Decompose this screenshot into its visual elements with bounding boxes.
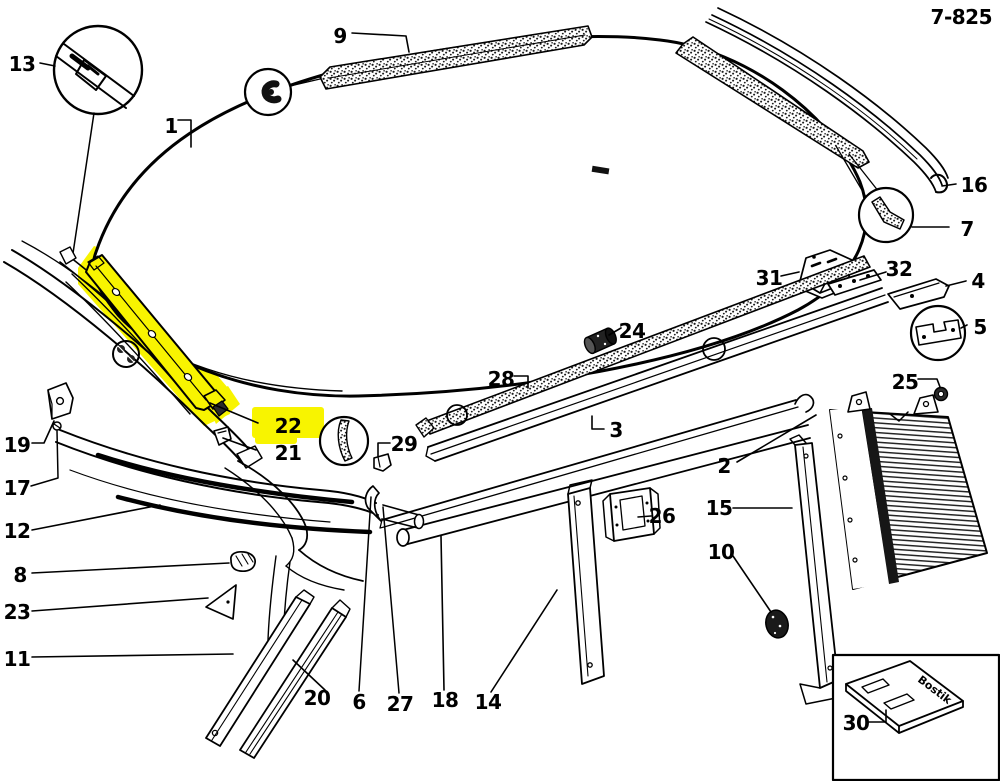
part-label-1[interactable]: 1 bbox=[164, 114, 178, 138]
part-label-29[interactable]: 29 bbox=[390, 432, 418, 456]
part-label-11[interactable]: 11 bbox=[3, 647, 31, 671]
part-label-5[interactable]: 5 bbox=[973, 315, 987, 339]
part-label-19[interactable]: 19 bbox=[3, 433, 31, 457]
rail-3 bbox=[425, 287, 889, 462]
mounting-brackets-cluster bbox=[780, 249, 968, 402]
figure-code: 7-825 bbox=[930, 5, 993, 29]
front-seal-strip-9 bbox=[243, 25, 593, 117]
strip-15 bbox=[732, 434, 839, 705]
part-label-21[interactable]: 21 bbox=[274, 441, 302, 465]
part-label-32[interactable]: 32 bbox=[885, 257, 913, 281]
detail-circle-seal bbox=[318, 415, 370, 467]
clip-21 bbox=[213, 426, 257, 451]
part-label-17[interactable]: 17 bbox=[3, 476, 31, 500]
twin-rails bbox=[31, 589, 351, 759]
clip-24 bbox=[583, 327, 622, 355]
part-label-4[interactable]: 4 bbox=[971, 269, 985, 293]
grommet-10 bbox=[732, 555, 789, 639]
part-label-18[interactable]: 18 bbox=[431, 688, 459, 712]
highlighted-part-22[interactable] bbox=[85, 254, 259, 424]
part-label-14[interactable]: 14 bbox=[474, 690, 502, 714]
rear-panel bbox=[829, 391, 988, 590]
part-label-12[interactable]: 12 bbox=[3, 519, 31, 543]
part-label-13[interactable]: 13 bbox=[8, 52, 36, 76]
part-label-15[interactable]: 15 bbox=[705, 496, 733, 520]
part-label-27[interactable]: 27 bbox=[386, 692, 414, 716]
inset-box bbox=[831, 653, 1000, 781]
part-label-26[interactable]: 26 bbox=[648, 504, 676, 528]
part-label-20[interactable]: 20 bbox=[303, 686, 331, 710]
seal-strip-7 bbox=[675, 36, 950, 244]
small-left-parts bbox=[30, 382, 256, 620]
clip-29 bbox=[373, 442, 392, 472]
part-label-24[interactable]: 24 bbox=[618, 319, 646, 343]
part-label-2[interactable]: 2 bbox=[717, 454, 731, 478]
detail-circle-13 bbox=[39, 24, 144, 261]
part-label-3[interactable]: 3 bbox=[609, 418, 623, 442]
part-label-22-highlighted[interactable]: 22 bbox=[274, 414, 302, 438]
tube-rail-18 bbox=[396, 424, 811, 691]
part-label-28[interactable]: 28 bbox=[487, 367, 515, 391]
part-label-23[interactable]: 23 bbox=[3, 600, 31, 624]
part-label-31[interactable]: 31 bbox=[755, 266, 783, 290]
channel-14 bbox=[490, 479, 605, 693]
part-label-10[interactable]: 10 bbox=[707, 540, 735, 564]
hook-27 bbox=[358, 485, 425, 694]
side-rail-16 bbox=[705, 7, 957, 194]
bracket-26 bbox=[602, 487, 661, 542]
part-label-8[interactable]: 8 bbox=[13, 563, 27, 587]
seal-strip-28 bbox=[415, 255, 871, 438]
part-label-6[interactable]: 6 bbox=[352, 690, 366, 714]
part-label-9[interactable]: 9 bbox=[333, 24, 347, 48]
part-label-30[interactable]: 30 bbox=[842, 711, 870, 735]
part-label-25[interactable]: 25 bbox=[891, 370, 919, 394]
part-label-7[interactable]: 7 bbox=[960, 217, 974, 241]
part-label-16[interactable]: 16 bbox=[960, 173, 988, 197]
